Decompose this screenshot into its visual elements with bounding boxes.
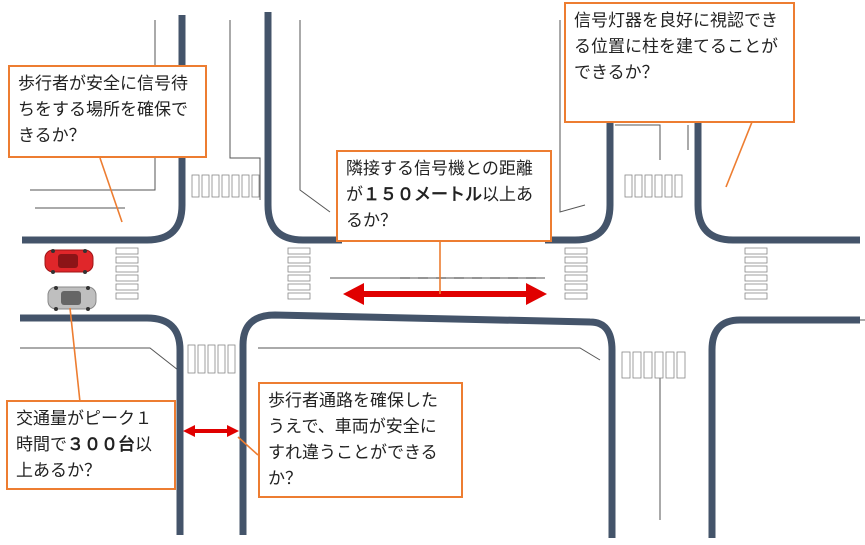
leader-lines: [69, 121, 753, 456]
callout-sidewalk-text: 歩行者通路を確保したうえで、車両が安全にすれ違うことができるか？: [268, 391, 438, 489]
crosswalks: [115, 174, 768, 379]
callout-traffic: 交通量がピーク１時間で３００台以上あるか？: [6, 400, 176, 490]
red-car: [44, 249, 94, 274]
callout-waiting-area: 歩行者が安全に信号待ちをする場所を確保できるか？: [8, 65, 207, 158]
road-curbs: [20, 12, 860, 538]
callout-distance-bold: １５０メートル: [363, 185, 482, 205]
callout-distance-post: 以上あるか？: [346, 185, 533, 231]
callout-signal-pole: 信号灯器を良好に視認できる位置に柱を建てることができるか？: [564, 2, 795, 123]
callout-traffic-post: 以上あるか？: [16, 435, 152, 481]
callout-traffic-bold: ３００台: [67, 435, 135, 455]
callout-signal-pole-text: 信号灯器を良好に視認できる位置に柱を建てることができるか？: [574, 11, 778, 83]
distance-arrow: [343, 283, 547, 305]
callout-waiting-area-text: 歩行者が安全に信号待ちをする場所を確保できるか？: [18, 74, 188, 146]
callout-sidewalk: 歩行者通路を確保したうえで、車両が安全にすれ違うことができるか？: [258, 382, 463, 498]
silver-car: [47, 286, 97, 311]
callout-distance: 隣接する信号機との距離が１５０メートル以上あるか？: [336, 150, 552, 242]
road-width-arrow: [183, 425, 239, 437]
callout-traffic-pre: 交通量がピーク１時間で: [16, 409, 152, 455]
callout-distance-pre: 隣接する信号機との距離が: [346, 159, 533, 205]
